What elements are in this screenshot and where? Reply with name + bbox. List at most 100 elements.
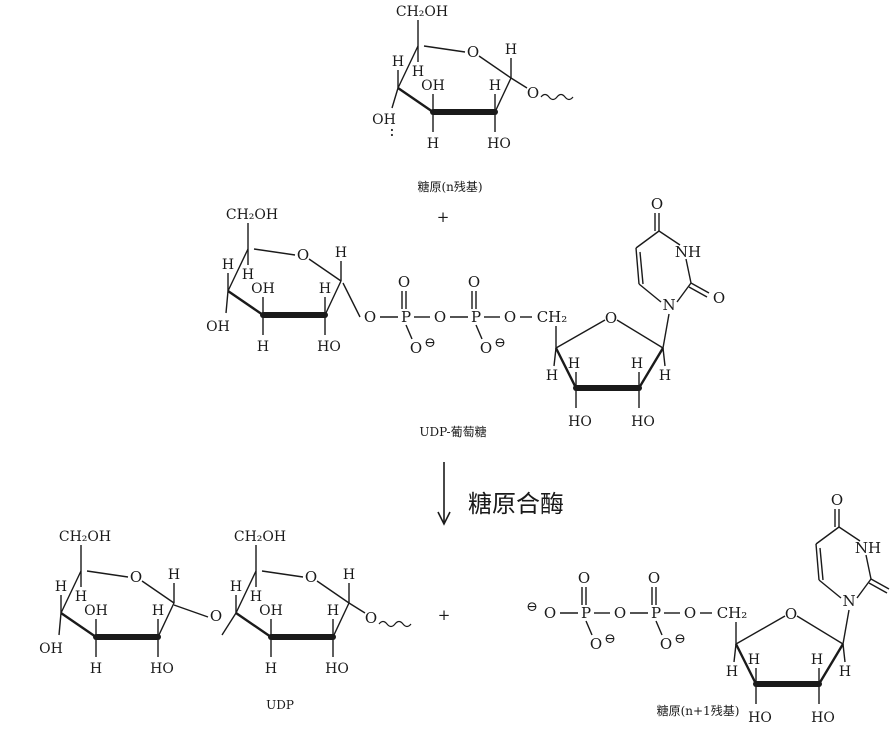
negative-charge: ⊖ xyxy=(674,631,686,647)
bond-line xyxy=(348,602,366,614)
bond-line xyxy=(510,77,528,89)
bond-line xyxy=(391,87,399,109)
bond-line xyxy=(856,578,872,599)
ring-oxygen: O xyxy=(130,568,142,586)
bond-line xyxy=(227,248,249,292)
bond-line xyxy=(554,347,578,389)
h-atom: H xyxy=(489,78,501,94)
ribose-oxygen: O xyxy=(605,309,617,327)
ring-oxygen: O xyxy=(297,246,309,264)
negative-charge: ⊖ xyxy=(526,599,538,615)
bond-line xyxy=(658,230,681,246)
bond-line xyxy=(635,230,660,249)
h-atom: H xyxy=(726,664,738,680)
uracil-n1: N xyxy=(842,592,855,610)
bond-line xyxy=(86,570,129,578)
uracil-nh: NH xyxy=(855,539,881,557)
bond-line xyxy=(796,615,844,645)
phosphorus-atom: P xyxy=(401,308,411,326)
bond-line xyxy=(735,615,786,645)
ch2-group: CH₂ xyxy=(537,308,568,326)
bond-line xyxy=(676,282,692,303)
glycogen-n-plus-1-caption: 糖原(n+1残基) xyxy=(656,704,740,718)
bond-line xyxy=(685,258,692,284)
h-atom: H xyxy=(265,661,277,677)
ho-group: HO xyxy=(150,661,174,677)
ch2oh-group: CH₂OH xyxy=(396,4,448,20)
bond-line xyxy=(688,286,708,298)
chain-wavy-bond xyxy=(378,620,412,628)
bond-line xyxy=(227,290,264,316)
h-atom: H xyxy=(55,579,67,595)
h-atom: H xyxy=(839,664,851,680)
bridge-oxygen: O xyxy=(434,308,446,326)
h-atom: H xyxy=(392,54,404,70)
carbonyl-oxygen: O xyxy=(651,195,663,213)
bond-line xyxy=(58,612,62,636)
h-atom: H xyxy=(222,257,234,273)
bond-line xyxy=(494,77,512,113)
oh-group: OH xyxy=(251,281,275,297)
h-atom: H xyxy=(335,245,347,261)
oh-group: OH xyxy=(39,641,63,657)
reaction-arrow xyxy=(437,462,451,526)
bond-line xyxy=(553,347,557,367)
bond-line xyxy=(405,324,413,340)
bond-line xyxy=(261,570,304,578)
bond-line xyxy=(868,582,888,594)
glycosidic-oxygen: O xyxy=(365,609,377,627)
h-atom: H xyxy=(811,652,823,668)
bond-line xyxy=(397,45,419,89)
bond-line xyxy=(141,580,175,604)
udp-glucose-structure: NHNOOOHHHOHHOHCH₂OPOO⊖OPOO⊖OOCH₂OHHHHHOO… xyxy=(206,195,725,430)
ho-group: HO xyxy=(811,710,835,726)
ho-group: HO xyxy=(568,414,592,430)
udp-glucose-caption: UDP-葡萄糖 xyxy=(419,425,487,439)
ch2oh-group: CH₂OH xyxy=(234,529,286,545)
bond-line xyxy=(818,579,842,599)
bond-line xyxy=(662,347,666,367)
h-atom: H xyxy=(152,603,164,619)
negative-charge: ⊖ xyxy=(604,631,616,647)
bond-line xyxy=(734,643,758,685)
h-atom: H xyxy=(257,339,269,355)
h-atom: H xyxy=(659,368,671,384)
ho-group: HO xyxy=(631,414,655,430)
h-atom: H xyxy=(412,64,424,80)
bond-line xyxy=(221,612,237,636)
enzyme-label: 糖原合酶 xyxy=(468,490,564,518)
bond-line xyxy=(733,643,737,663)
h-atom: H xyxy=(343,567,355,583)
h-atom: H xyxy=(90,661,102,677)
phosphate-oxygen: O xyxy=(480,339,492,357)
negative-charge: ⊖ xyxy=(424,335,436,351)
negative-charge: ⊖ xyxy=(494,335,506,351)
bond-line xyxy=(397,87,434,113)
bond-line xyxy=(838,526,861,542)
h-atom: H xyxy=(631,356,643,372)
ring-oxygen: O xyxy=(467,43,479,61)
bond-line xyxy=(655,620,663,636)
reactant-plus-sign: + xyxy=(437,208,450,226)
phosphoryl-oxygen: O xyxy=(578,569,590,587)
uracil-n1: N xyxy=(662,296,675,314)
bond-line xyxy=(639,251,644,285)
nucleophile-oh: OH xyxy=(372,112,396,128)
terminal-oxygen: O xyxy=(544,604,556,622)
bond-line xyxy=(423,45,466,53)
h-atom: H xyxy=(748,652,760,668)
h-atom: H xyxy=(568,356,580,372)
ch2oh-group: CH₂OH xyxy=(59,529,111,545)
bond-line xyxy=(638,283,662,303)
h-atom: H xyxy=(230,579,242,595)
lone-pair-dots: : xyxy=(389,121,394,140)
bond-line xyxy=(690,282,710,294)
phosphorus-atom: P xyxy=(581,604,591,622)
bond-line xyxy=(60,612,97,638)
glycosidic-oxygen: O xyxy=(364,308,376,326)
bond-line xyxy=(253,248,296,256)
